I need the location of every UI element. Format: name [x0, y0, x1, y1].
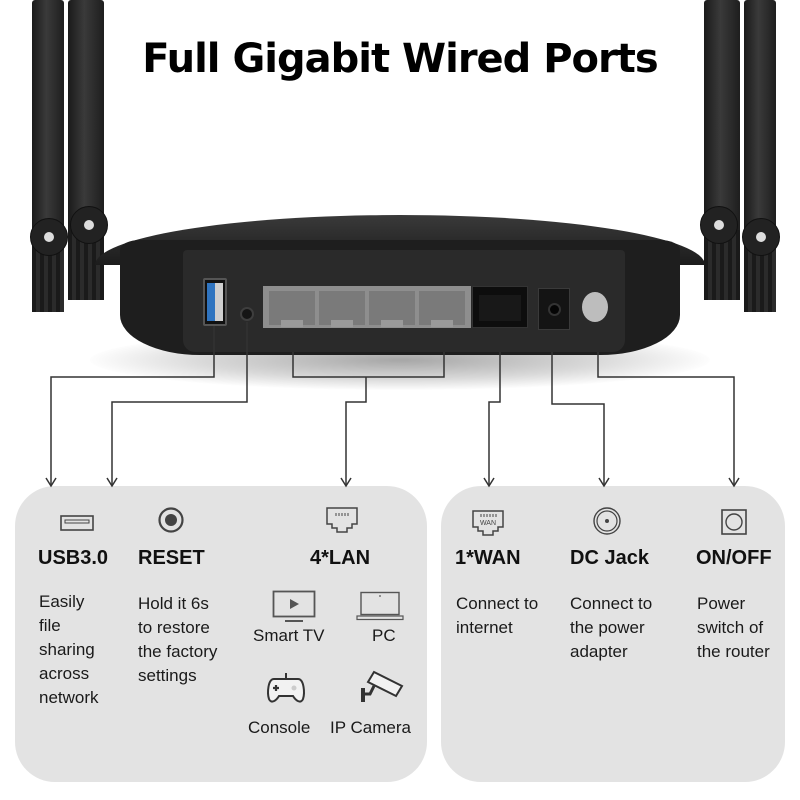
lan-jack — [369, 291, 415, 327]
router-reset-hole — [240, 307, 254, 321]
dc-jack-description: Connect to the power adapter — [570, 594, 653, 661]
ports-card-right — [441, 486, 785, 782]
ethernet-port-icon — [326, 507, 358, 533]
smart-tv-icon — [272, 590, 316, 622]
reset-button-icon — [158, 507, 184, 533]
pc-label: PC — [372, 626, 396, 645]
router-wan-port — [472, 286, 528, 328]
antenna-hinge-icon — [742, 218, 780, 256]
page-title: Full Gigabit Wired Ports — [142, 36, 658, 82]
power-switch-icon — [721, 509, 747, 535]
lan-jack — [419, 291, 465, 327]
antenna-hinge-icon — [30, 218, 68, 256]
wan-label: 1*WAN — [455, 547, 521, 569]
usb-port-icon — [60, 515, 94, 531]
ports-card-left — [15, 486, 427, 782]
antenna-right-inner — [704, 0, 740, 300]
lan-label: 4*LAN — [310, 547, 371, 569]
antenna-right-outer — [744, 0, 776, 312]
wan-port-icon: WAN — [472, 510, 504, 536]
smart-tv-label: Smart TV — [253, 626, 325, 645]
router-lan-ports — [263, 286, 471, 328]
router-power-button — [582, 292, 608, 322]
on-off-label: ON/OFF — [696, 547, 772, 569]
usb-description: Easily file sharing across network — [39, 592, 99, 707]
security-camera-icon — [361, 670, 404, 702]
router-dc-jack — [538, 288, 570, 330]
reset-label: RESET — [138, 547, 205, 569]
wan-description: Connect to internet — [456, 594, 539, 637]
reset-description: Hold it 6s to restore the factory settin… — [138, 594, 218, 685]
antenna-hinge-icon — [700, 206, 738, 244]
antenna-hinge-icon — [70, 206, 108, 244]
svg-text:WAN: WAN — [480, 520, 496, 527]
usb-label: USB3.0 — [38, 547, 109, 569]
dc-jack-label: DC Jack — [570, 547, 649, 569]
ip-camera-label: IP Camera — [330, 718, 411, 737]
lan-jack — [269, 291, 315, 327]
console-label: Console — [248, 718, 311, 737]
dc-jack-icon — [593, 507, 621, 535]
laptop-icon — [356, 591, 404, 621]
antenna-left-outer — [32, 0, 64, 312]
on-off-description: Power switch of the router — [697, 594, 770, 661]
lan-jack — [319, 291, 365, 327]
arrowhead-icons — [45, 477, 740, 488]
gamepad-icon — [267, 673, 305, 703]
antenna-left-inner — [68, 0, 104, 300]
router-usb-port — [203, 278, 227, 326]
